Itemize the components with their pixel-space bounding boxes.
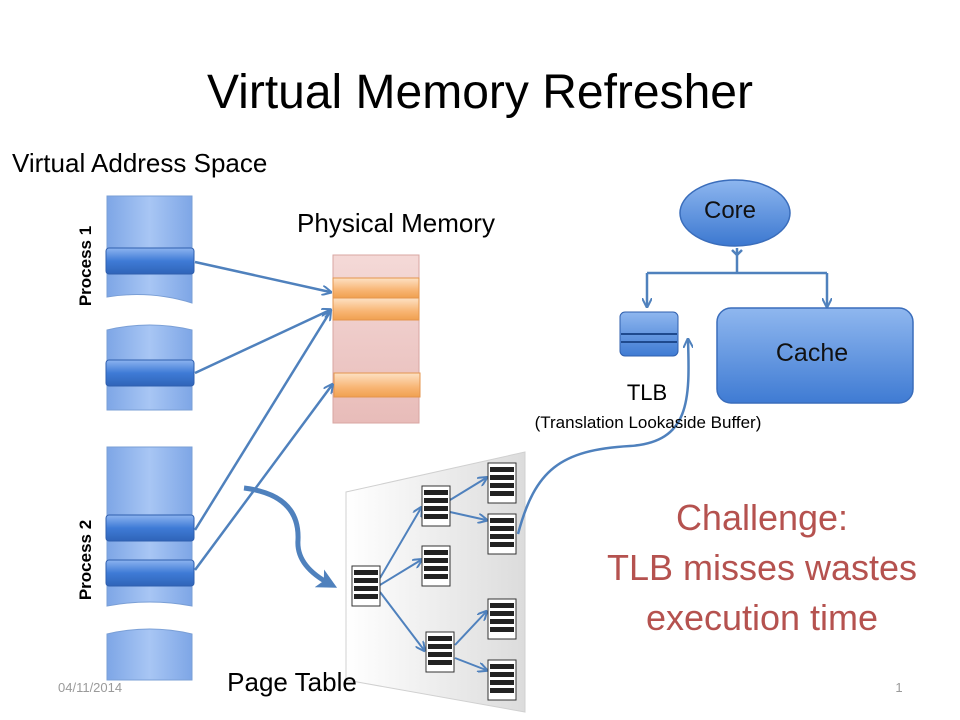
cache-node bbox=[716, 307, 914, 404]
process2-label: Process 2 bbox=[76, 520, 95, 600]
page-table-l3-a bbox=[487, 462, 517, 504]
page-table-label: Page Table bbox=[227, 667, 357, 697]
tlb-fill-arrow bbox=[516, 340, 689, 535]
page-table-l3-d bbox=[487, 659, 517, 701]
slide-page-number: 1 bbox=[895, 680, 902, 695]
page-table-l3-b bbox=[487, 513, 517, 555]
physical-memory-label: Physical Memory bbox=[297, 208, 495, 238]
mapping-arrows bbox=[193, 260, 332, 571]
page-table-nodes bbox=[351, 462, 517, 701]
page-table-l2-c bbox=[425, 631, 455, 673]
challenge-callout: Challenge: TLB misses wastes execution t… bbox=[607, 497, 917, 638]
core-connections bbox=[647, 248, 827, 306]
slide-date: 04/11/2014 bbox=[58, 680, 122, 695]
core-node bbox=[679, 179, 791, 247]
process2-address-space bbox=[105, 446, 195, 681]
page-table-root bbox=[351, 565, 381, 607]
physical-memory bbox=[332, 254, 421, 424]
tlb-block bbox=[619, 311, 679, 357]
slide-title: Virtual Memory Refresher bbox=[207, 66, 753, 119]
page-table-l2-b bbox=[421, 545, 451, 587]
page-table-l2-a bbox=[421, 485, 451, 527]
physical-frame-1 bbox=[332, 277, 420, 299]
process1-address-space bbox=[105, 195, 195, 411]
process1-label: Process 1 bbox=[76, 226, 95, 306]
virtual-address-space-label: Virtual Address Space bbox=[12, 148, 267, 178]
process2-page-bottom bbox=[105, 559, 195, 587]
tlb-full-name: (Translation Lookaside Buffer) bbox=[535, 413, 762, 432]
process1-page-bottom bbox=[105, 359, 195, 387]
physical-frame-3 bbox=[333, 372, 421, 398]
page-table-lookup-arrow bbox=[243, 485, 338, 588]
process2-page-top bbox=[105, 514, 195, 542]
challenge-line-2: TLB misses wastes bbox=[607, 547, 917, 588]
cache-label: Cache bbox=[776, 339, 848, 367]
challenge-line-3: execution time bbox=[646, 597, 878, 638]
physical-frame-2 bbox=[332, 297, 420, 321]
page-table-tree-edges bbox=[379, 478, 486, 670]
process1-page-top bbox=[105, 247, 195, 275]
core-label: Core bbox=[704, 197, 756, 224]
challenge-line-1: Challenge: bbox=[676, 497, 848, 538]
tlb-label: TLB bbox=[627, 380, 667, 405]
page-table-l3-c bbox=[487, 598, 517, 640]
